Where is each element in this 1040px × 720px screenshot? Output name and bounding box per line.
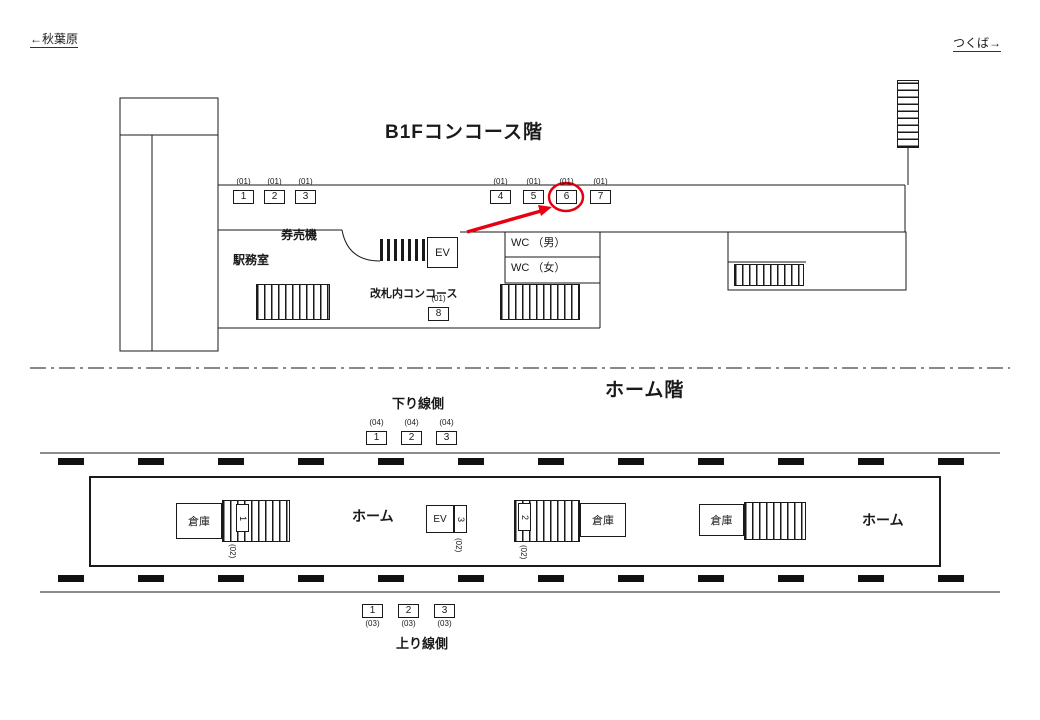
- sign-code: (03): [437, 619, 452, 628]
- up-sign-box-3: 3: [434, 604, 455, 618]
- sign-code: (04): [404, 418, 419, 427]
- stairs-concourse-left: [256, 284, 330, 320]
- sign-code: (01): [298, 177, 313, 186]
- platform-label-left: ホーム: [352, 508, 394, 524]
- sign-box-8: 8: [428, 307, 449, 321]
- sign-code: (01): [236, 177, 251, 186]
- sign-code: (02): [519, 545, 528, 560]
- stairs-platform-3: [744, 502, 806, 540]
- wc-men-label: WC （男）: [511, 237, 566, 249]
- up-line-label: 上り線側: [396, 636, 449, 651]
- station-office-label: 駅務室: [233, 253, 270, 267]
- up-sign-box-2: 2: [398, 604, 419, 618]
- direction-left: ←秋葉原: [30, 32, 79, 49]
- platform-sign-3-num: 3: [455, 516, 466, 522]
- direction-left-label: 秋葉原: [42, 32, 79, 46]
- sign-box-5: 5: [523, 190, 544, 204]
- elevator-platform: EV: [426, 505, 454, 533]
- sign-code: (01): [559, 177, 574, 186]
- warehouse-3: 倉庫: [699, 504, 744, 536]
- platform-title: ホーム階: [605, 380, 685, 401]
- platform-sign-2-num: 2: [519, 514, 530, 520]
- direction-right: つくば→: [953, 36, 1002, 53]
- rail-track-upper: [58, 458, 990, 465]
- down-sign-box-1: 1: [366, 431, 387, 445]
- left-arrow-icon: ←: [30, 32, 42, 46]
- wc-women-label: WC （女）: [511, 262, 566, 274]
- direction-right-label: つくば: [953, 36, 990, 50]
- sign-code: (01): [493, 177, 508, 186]
- sign-code: (03): [365, 619, 380, 628]
- platform-sign-3: 3: [454, 505, 467, 533]
- sign-box-4: 4: [490, 190, 511, 204]
- up-sign-box-1: 1: [362, 604, 383, 618]
- stairs-top-right: [897, 80, 919, 148]
- sign-box-3: 3: [295, 190, 316, 204]
- sign-code: (01): [431, 294, 446, 303]
- sign-code: (04): [369, 418, 384, 427]
- warehouse-2: 倉庫: [580, 503, 626, 537]
- inner-concourse-label: 改札内コンコース: [370, 288, 458, 300]
- sign-box-7: 7: [590, 190, 611, 204]
- sign-box-6-highlighted: 6: [556, 190, 577, 204]
- platform-sign-2: 2: [518, 503, 531, 531]
- stairs-right-room: [734, 264, 804, 286]
- down-line-label: 下り線側: [392, 396, 445, 411]
- down-sign-box-2: 2: [401, 431, 422, 445]
- sign-code: (04): [439, 418, 454, 427]
- sign-code: (01): [593, 177, 608, 186]
- warehouse-1: 倉庫: [176, 503, 222, 539]
- sign-code: (01): [267, 177, 282, 186]
- highlight-annotation: [466, 181, 585, 234]
- right-arrow-icon: →: [989, 36, 1002, 50]
- ticket-machines-label: 券売機: [281, 228, 318, 242]
- sign-code: (02): [454, 538, 463, 553]
- platform-sign-1-num: 1: [237, 515, 248, 521]
- sign-code: (03): [401, 619, 416, 628]
- stairs-platform-1: [222, 500, 290, 542]
- sign-box-1: 1: [233, 190, 254, 204]
- down-sign-box-3: 3: [436, 431, 457, 445]
- ticket-gates: [380, 239, 427, 261]
- concourse-title: B1Fコンコース階: [385, 122, 543, 143]
- platform-sign-1: 1: [236, 504, 249, 532]
- stairs-concourse-mid: [500, 284, 580, 320]
- elevator-concourse: EV: [427, 237, 458, 268]
- rail-track-lower: [58, 575, 990, 582]
- platform-label-right: ホーム: [862, 512, 904, 528]
- sign-code: (01): [526, 177, 541, 186]
- sign-box-2: 2: [264, 190, 285, 204]
- sign-code: (02): [228, 544, 237, 559]
